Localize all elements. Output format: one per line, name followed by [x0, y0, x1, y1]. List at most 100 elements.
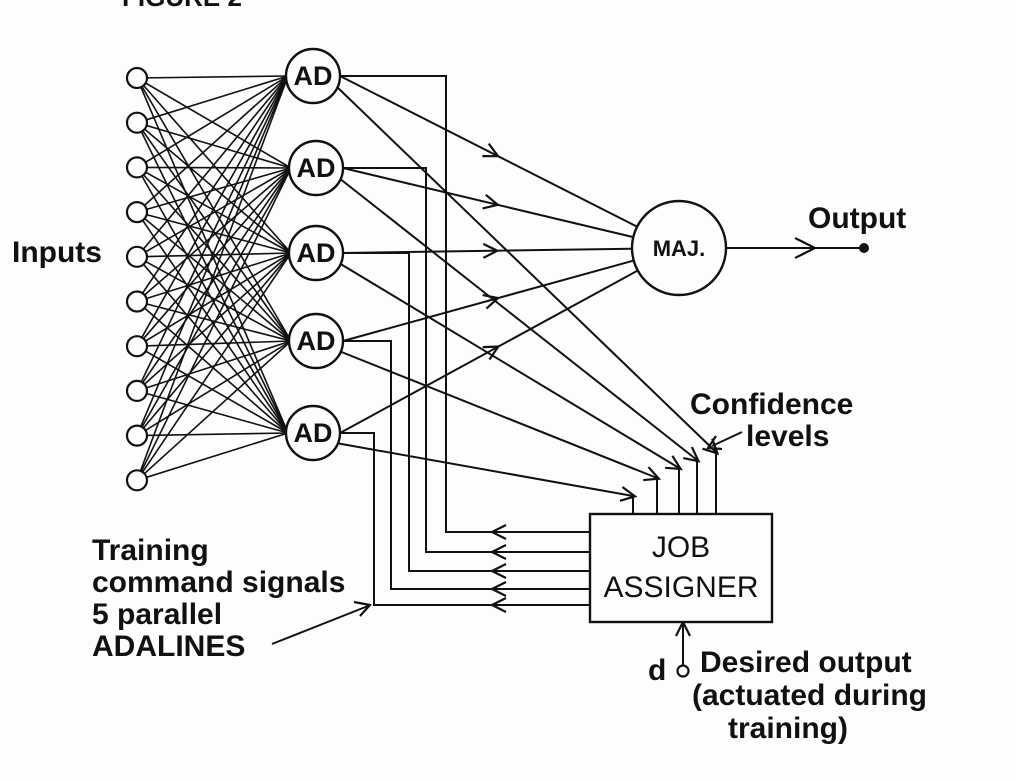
adaline-units: AD AD AD AD AD — [284, 47, 345, 462]
adaline-node: AD — [287, 139, 345, 197]
output-label: Output — [808, 202, 906, 235]
adaline-node: AD — [287, 224, 345, 282]
input-weight-wires — [136, 75, 292, 482]
weight-wire — [136, 75, 289, 347]
adaline-to-majority-wire — [339, 75, 638, 228]
weight-wire — [136, 75, 289, 213]
weight-wire — [136, 77, 292, 169]
desired-label-line1: Desired output — [700, 646, 912, 679]
weight-wire — [136, 75, 289, 392]
job-assigner-box: JOB ASSIGNER — [588, 512, 774, 624]
training-label-line4: ADALINES — [92, 630, 245, 663]
desired-symbol: d — [648, 654, 666, 687]
training-command-wire — [343, 252, 590, 572]
weight-wire — [136, 75, 289, 302]
weight-wire — [136, 252, 292, 392]
input-terminal — [125, 469, 149, 492]
confidence-label-line1: Confidence — [690, 388, 853, 421]
confidence-wire — [338, 177, 698, 461]
weight-wire — [136, 167, 292, 392]
desired-label-line2: (actuated during — [692, 679, 927, 712]
output-terminal — [859, 243, 869, 253]
confidence-label-line2: levels — [746, 420, 829, 453]
majority-label: MAJ. — [653, 236, 706, 261]
weight-wire — [136, 167, 292, 436]
figure-header: FIGURE 2 — [122, 0, 242, 12]
weight-wire — [136, 252, 292, 347]
input-terminal — [125, 66, 149, 90]
arrowhead — [482, 242, 500, 259]
input-terminals — [125, 66, 149, 492]
weight-wire — [136, 75, 289, 169]
weight-wire — [136, 252, 292, 437]
confidence-wire — [338, 350, 658, 479]
confidence-wire — [338, 262, 680, 469]
arrowhead — [489, 597, 507, 613]
weight-wire — [136, 75, 289, 258]
arrowhead — [489, 544, 507, 560]
desired-output-terminal — [676, 664, 690, 678]
training-label-line1: Training — [92, 534, 209, 567]
weight-wire — [136, 75, 289, 481]
training-pointer — [271, 600, 373, 645]
weight-wire — [136, 75, 289, 436]
arrowhead — [643, 466, 662, 482]
adaline-label: AD — [297, 153, 336, 183]
adaline-to-majority-wire — [339, 269, 639, 434]
confidence-wire — [335, 85, 717, 453]
weight-wire — [136, 340, 292, 481]
arrowhead — [482, 142, 501, 158]
inputs-label: Inputs — [12, 236, 102, 269]
weight-wire — [136, 167, 292, 481]
adaline-label: AD — [294, 418, 333, 448]
job-assigner-line1: JOB — [652, 531, 710, 564]
weight-wire — [136, 166, 292, 169]
arrowhead — [702, 438, 720, 456]
weight-wire — [136, 167, 292, 347]
adaline-node: AD — [284, 47, 342, 105]
arrowhead — [489, 524, 507, 540]
training-command-wire — [340, 432, 590, 606]
output-line — [727, 237, 869, 259]
input-terminal — [125, 111, 149, 134]
job-assigner-line2: ASSIGNER — [603, 571, 758, 604]
weight-wire — [136, 167, 292, 213]
arrowhead — [489, 563, 507, 579]
adaline-to-majority-wire — [342, 167, 634, 239]
majority-node: MAJ. — [630, 199, 728, 297]
arrowhead — [482, 193, 501, 210]
weight-wire — [136, 252, 292, 258]
input-terminal — [125, 201, 149, 224]
input-terminal — [125, 156, 149, 179]
weight-wire — [136, 167, 292, 258]
adaline-label: AD — [297, 326, 336, 356]
adaline-node: AD — [287, 312, 345, 370]
arrowhead — [489, 581, 507, 597]
training-command-wire — [340, 75, 590, 533]
desired-label-line3: training) — [728, 712, 848, 745]
confidence-pointer — [706, 431, 743, 451]
input-terminal — [125, 290, 149, 313]
training-command-wires — [340, 75, 590, 613]
weight-wire — [136, 432, 289, 437]
confidence-level-wires — [335, 85, 720, 514]
input-terminal — [125, 379, 149, 402]
weight-wire — [136, 211, 292, 254]
input-terminal — [125, 424, 149, 447]
weight-wire — [136, 167, 292, 303]
confidence-wire — [335, 442, 634, 497]
adaline-output-wires — [339, 75, 639, 434]
adaline-to-majority-wire — [342, 259, 634, 342]
input-terminal — [125, 335, 149, 358]
arrowhead — [665, 455, 683, 471]
adaline-label: AD — [297, 238, 336, 268]
weight-wire — [136, 252, 292, 481]
arrowhead — [683, 446, 701, 463]
training-label-line2: command signals — [92, 566, 345, 599]
weight-wire — [136, 121, 292, 169]
desired-output-line — [675, 619, 691, 678]
weight-wire — [136, 340, 292, 437]
weight-wire — [136, 166, 292, 254]
weight-wire — [136, 75, 289, 79]
